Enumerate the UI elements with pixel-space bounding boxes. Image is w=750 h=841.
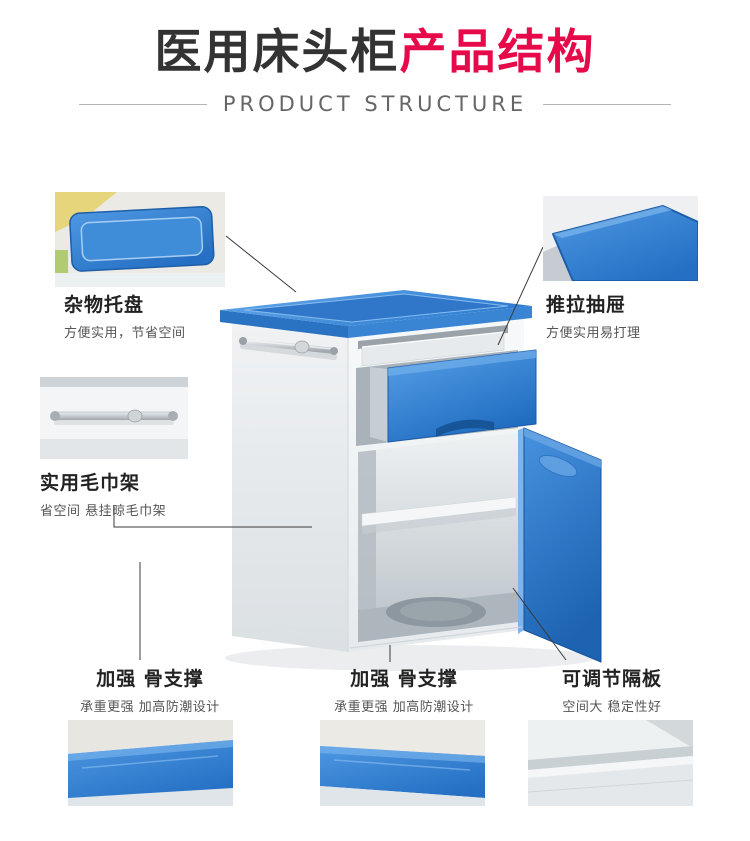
shelf-thumbnail-image xyxy=(528,720,693,806)
callout-drawer: 推拉抽屉 方便实用易打理 xyxy=(546,290,641,341)
drawer-thumbnail xyxy=(543,196,698,281)
callout-shelf-title: 可调节隔板 xyxy=(561,668,662,690)
towel-rack-thumbnail-image xyxy=(40,377,188,459)
subtitle: PRODUCT STRUCTURE xyxy=(222,92,528,117)
callout-towel-rack: 实用毛巾架 省空间 悬挂晾毛巾架 xyxy=(40,468,166,519)
subtitle-line-right xyxy=(543,103,672,105)
support-left-thumbnail xyxy=(68,720,233,806)
title-highlight: 产品结构 xyxy=(399,25,596,80)
cabinet-drawer xyxy=(356,349,537,446)
page-title: 医用床头柜产品结构 xyxy=(0,25,750,80)
drawer-thumbnail-image xyxy=(543,196,698,281)
tray-thumbnail xyxy=(55,192,225,287)
cabinet-interior xyxy=(358,433,518,642)
callout-tray-desc: 方便实用，节省空间 xyxy=(64,326,186,341)
towel-bar xyxy=(239,337,338,360)
callout-drawer-desc: 方便实用易打理 xyxy=(546,326,641,341)
support-middle-thumbnail xyxy=(320,720,485,806)
callout-support-left: 加强 骨支撑 承重更强 加高防潮设计 xyxy=(58,664,242,715)
tray-thumbnail-image xyxy=(55,192,225,287)
header: 医用床头柜产品结构 PRODUCT STRUCTURE xyxy=(0,25,750,116)
callout-tray-title: 杂物托盘 xyxy=(64,294,145,316)
callout-support-middle: 加强 骨支撑 承重更强 加高防潮设计 xyxy=(312,664,496,715)
callout-towel-desc: 省空间 悬挂晾毛巾架 xyxy=(40,504,167,519)
callout-support-middle-title: 加强 骨支撑 xyxy=(350,668,458,690)
support-middle-thumbnail-image xyxy=(320,720,485,806)
cabinet-image xyxy=(220,290,602,671)
towel-rack-thumbnail xyxy=(40,377,188,459)
callout-shelf-desc: 空间大 稳定性好 xyxy=(562,700,662,715)
title-product-name: 医用床头柜 xyxy=(154,25,400,80)
callout-towel-title: 实用毛巾架 xyxy=(40,472,141,494)
callout-support-middle-desc: 承重更强 加高防潮设计 xyxy=(334,700,474,715)
subtitle-line-left xyxy=(78,103,207,105)
cabinet-top xyxy=(220,290,532,338)
support-left-thumbnail-image xyxy=(68,720,233,806)
callout-support-left-title: 加强 骨支撑 xyxy=(96,668,204,690)
cabinet-door xyxy=(518,427,602,663)
connector-lines xyxy=(113,235,567,662)
callout-drawer-title: 推拉抽屉 xyxy=(546,294,627,316)
callout-shelf: 可调节隔板 空间大 稳定性好 xyxy=(520,664,704,715)
subtitle-row: PRODUCT STRUCTURE xyxy=(0,92,750,116)
callout-tray: 杂物托盘 方便实用，节省空间 xyxy=(64,290,186,341)
callout-support-left-desc: 承重更强 加高防潮设计 xyxy=(80,700,220,715)
shelf-thumbnail xyxy=(528,720,693,806)
